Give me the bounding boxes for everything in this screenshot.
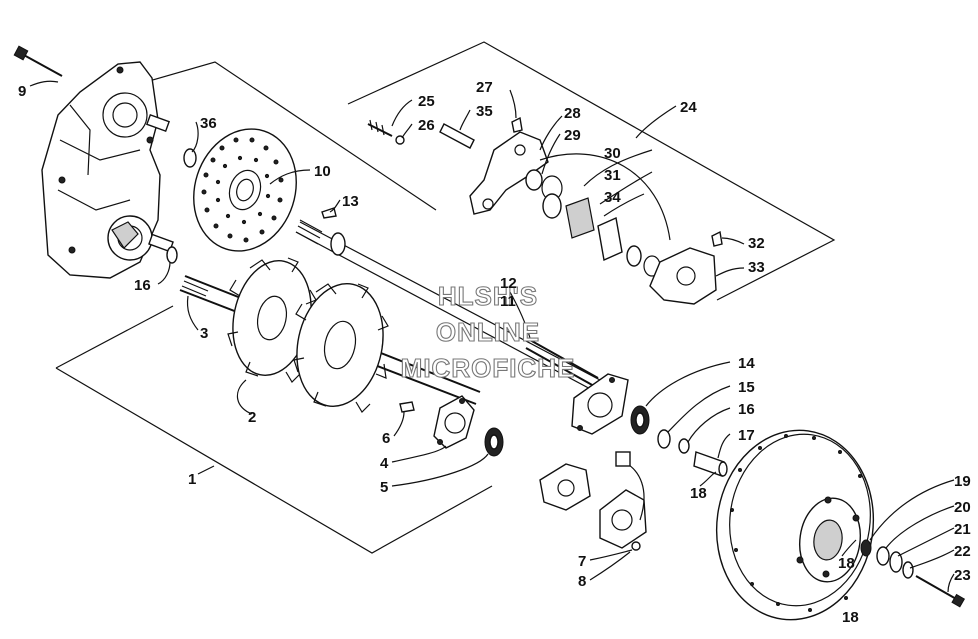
brake-disc-10 <box>193 128 297 252</box>
nut-19 <box>860 539 872 557</box>
watermark-line-2: ONLINE <box>436 317 540 347</box>
label-4: 4 <box>380 455 389 472</box>
label-28: 28 <box>564 105 581 122</box>
piston-31 <box>542 193 562 219</box>
bleeder-32 <box>711 230 723 247</box>
washer-22 <box>902 561 914 579</box>
label-29: 29 <box>564 127 581 144</box>
label-24: 24 <box>680 99 697 116</box>
upper-shaft <box>295 219 601 393</box>
label-22: 22 <box>954 543 971 560</box>
label-8: 8 <box>578 573 586 590</box>
label-2: 2 <box>248 409 256 426</box>
piston-31b <box>626 245 642 267</box>
label-16b: 16 <box>738 401 755 418</box>
label-27: 27 <box>476 79 493 96</box>
label-6: 6 <box>382 430 390 447</box>
label-5: 5 <box>380 479 388 496</box>
label-3: 3 <box>200 325 208 342</box>
washer-16b <box>678 438 690 454</box>
drive-sprocket-2b <box>293 283 389 413</box>
leader-lines <box>29 80 955 593</box>
speed-sensor-7 <box>599 451 647 551</box>
bearing-5 <box>484 427 504 457</box>
caliper-housing-33 <box>649 247 717 305</box>
label-32: 32 <box>748 235 765 252</box>
drive-pulley <box>715 429 875 621</box>
gear-case-housing <box>41 61 174 279</box>
label-18c: 18 <box>842 609 859 626</box>
washer-15 <box>657 429 671 449</box>
o-ring-29 <box>525 169 543 191</box>
washer-20 <box>876 546 890 566</box>
pin-35 <box>439 123 475 149</box>
gasket-plate <box>539 463 591 511</box>
label-12: 12 <box>500 275 517 292</box>
watermark: HLSH'S ONLINE MICROFICHE <box>400 280 576 383</box>
brake-pad-34a <box>565 197 595 239</box>
watermark-line-1: HLSH'S <box>438 281 538 311</box>
caliper-bracket-28 <box>469 131 549 215</box>
caliper-bolt-25 <box>367 119 393 137</box>
clip-27 <box>511 116 523 133</box>
label-9: 9 <box>18 83 26 100</box>
assembly-outline-24 <box>347 41 836 301</box>
label-30: 30 <box>604 145 621 162</box>
label-23: 23 <box>954 567 971 584</box>
brake-pad-34b <box>597 216 623 262</box>
label-13: 13 <box>342 193 359 210</box>
label-34: 34 <box>604 189 621 206</box>
label-17: 17 <box>738 427 755 444</box>
caliper-curve <box>539 153 671 241</box>
label-7: 7 <box>578 553 586 570</box>
watermark-line-3: MICROFICHE <box>401 353 576 383</box>
label-15: 15 <box>738 379 755 396</box>
part-labels: 9 36 10 13 16 3 2 1 6 4 5 12 11 14 15 16… <box>18 79 971 626</box>
label-25: 25 <box>418 93 435 110</box>
bearing-flange-upper <box>571 373 629 435</box>
label-11: 11 <box>500 293 516 310</box>
label-35: 35 <box>476 103 493 120</box>
bearing-flange-4 <box>433 395 475 449</box>
label-33: 33 <box>748 259 765 276</box>
bolt-9 <box>13 45 63 77</box>
label-26: 26 <box>418 117 435 134</box>
washer-16 <box>166 246 178 264</box>
label-19: 19 <box>954 473 971 490</box>
washer-21 <box>889 551 903 573</box>
label-21: 21 <box>954 521 971 538</box>
label-18b: 18 <box>838 555 855 572</box>
washer-36 <box>183 148 197 168</box>
bearing-14 <box>630 405 650 435</box>
label-20: 20 <box>954 499 971 516</box>
label-31: 31 <box>604 167 621 184</box>
bolt-23 <box>915 575 966 608</box>
label-14: 14 <box>738 355 755 372</box>
key-6 <box>399 401 415 413</box>
label-1: 1 <box>188 471 196 488</box>
spacer-17 <box>693 451 728 477</box>
label-36: 36 <box>200 115 217 132</box>
label-18a: 18 <box>690 485 707 502</box>
label-16: 16 <box>134 277 151 294</box>
label-10: 10 <box>314 163 331 180</box>
